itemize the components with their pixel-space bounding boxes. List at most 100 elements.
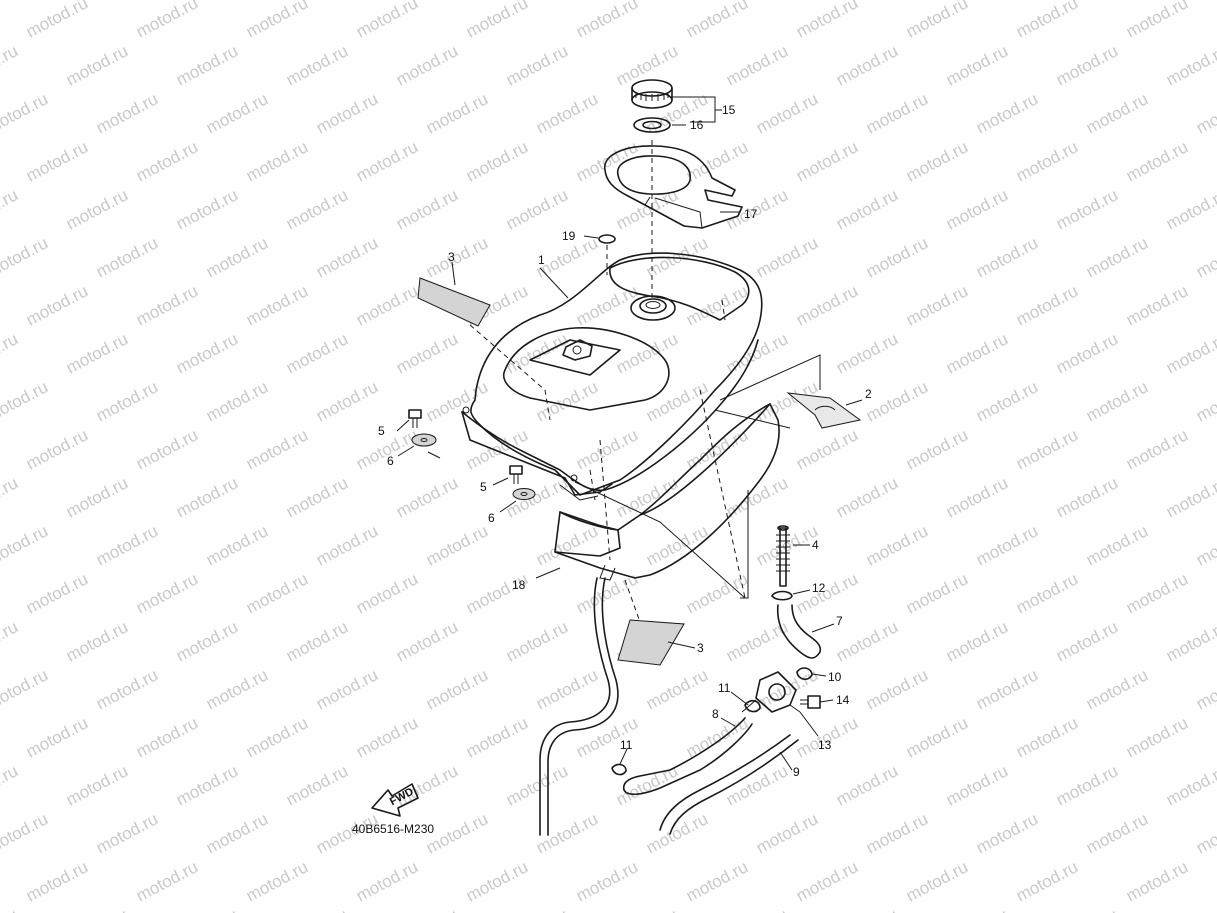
- watermark-text: motod.ru: [903, 137, 971, 185]
- watermark-text: motod.ru: [23, 0, 91, 42]
- watermark-text: motod.ru: [863, 89, 931, 137]
- watermark-text: motod.ru: [423, 233, 491, 281]
- callout-12: 12: [812, 581, 826, 595]
- watermark-text: motod.ru: [353, 857, 421, 905]
- watermark-text: motod.ru: [423, 377, 491, 425]
- hose-clip-11-lower[interactable]: [611, 763, 627, 776]
- watermark-text: motod.ru: [463, 857, 531, 905]
- label-upper[interactable]: [417, 277, 491, 327]
- damper[interactable]: [786, 392, 862, 429]
- watermark-text: motod.ru: [63, 41, 131, 89]
- callout-10: 10: [828, 670, 842, 684]
- watermark-text: motod.ru: [1053, 617, 1121, 665]
- watermark-text: motod.ru: [243, 713, 311, 761]
- watermark-text: motod.ru: [173, 473, 241, 521]
- breather-hose[interactable]: [539, 577, 619, 836]
- watermark-text: motod.ru: [643, 377, 711, 425]
- watermark-text: motod.ru: [393, 473, 461, 521]
- hose-clip-10[interactable]: [796, 667, 813, 681]
- watermark-text: motod.ru: [1013, 137, 1081, 185]
- watermark-text: motod.ru: [1013, 0, 1081, 42]
- watermark-text: motod.ru: [1013, 569, 1081, 617]
- filler-cover[interactable]: [604, 145, 743, 229]
- watermark-text: motod.ru: [903, 0, 971, 42]
- watermark-text: motod.ru: [173, 905, 241, 913]
- tank-protector[interactable]: [554, 403, 780, 581]
- watermark-text: motod.ru: [1013, 425, 1081, 473]
- fuel-tank[interactable]: [461, 252, 763, 501]
- watermark-text: motod.ru: [1193, 521, 1217, 569]
- watermark-text: motod.ru: [243, 281, 311, 329]
- watermark-text: motod.ru: [313, 377, 381, 425]
- watermark-text: motod.ru: [1013, 281, 1081, 329]
- watermark-text: motod.ru: [833, 329, 901, 377]
- watermark-text: motod.ru: [423, 521, 491, 569]
- callout-6-upper: 6: [387, 454, 394, 468]
- watermark-text: motod.ru: [973, 521, 1041, 569]
- watermark-text: motod.ru: [1123, 713, 1191, 761]
- watermark-text: motod.ru: [393, 617, 461, 665]
- watermark-text: motod.ru: [243, 857, 311, 905]
- watermark-text: motod.ru: [353, 569, 421, 617]
- watermark-text: motod.ru: [203, 809, 271, 857]
- watermark-text: motod.ru: [723, 905, 791, 913]
- watermark-text: motod.ru: [0, 41, 21, 89]
- hose-clip-12[interactable]: [771, 590, 793, 601]
- label-lower[interactable]: [617, 619, 685, 666]
- fuel-hose-8[interactable]: [622, 717, 753, 796]
- watermark-text: motod.ru: [833, 473, 901, 521]
- callout-13: 13: [818, 738, 832, 752]
- callout-2: 2: [865, 387, 872, 401]
- watermark-text: motod.ru: [1193, 89, 1217, 137]
- watermark-text: motod.ru: [133, 281, 201, 329]
- sub-cap[interactable]: [598, 234, 616, 244]
- watermark-text: motod.ru: [1083, 233, 1151, 281]
- watermark-text: motod.ru: [1163, 185, 1217, 233]
- watermark-text: motod.ru: [613, 329, 681, 377]
- watermark-text: motod.ru: [0, 89, 51, 137]
- bolt-5-lower[interactable]: [509, 465, 523, 484]
- watermark-text: motod.ru: [353, 0, 421, 42]
- watermark-text: motod.ru: [793, 857, 861, 905]
- watermark-text: motod.ru: [0, 665, 51, 713]
- watermark-text: motod.ru: [133, 569, 201, 617]
- watermark-text: motod.ru: [903, 425, 971, 473]
- watermark-text: motod.ru: [753, 89, 821, 137]
- watermark-text: motod.ru: [0, 329, 21, 377]
- fuel-cock[interactable]: [741, 671, 801, 713]
- fuel-cock-bolt[interactable]: [800, 695, 821, 709]
- hose-clip-11-upper[interactable]: [744, 699, 761, 713]
- callout-16: 16: [690, 118, 704, 132]
- watermark-text: motod.ru: [0, 377, 51, 425]
- watermark-text: motod.ru: [63, 905, 131, 913]
- washer-6-lower[interactable]: [512, 488, 536, 500]
- watermark-text: motod.ru: [0, 905, 21, 913]
- diagram-code: 40B6516-M230: [352, 822, 434, 836]
- watermark-text: motod.ru: [0, 521, 51, 569]
- watermark-text: motod.ru: [1083, 377, 1151, 425]
- watermark-text: motod.ru: [353, 713, 421, 761]
- callout-8: 8: [712, 707, 719, 721]
- watermark-text: motod.ru: [573, 857, 641, 905]
- watermark-text: motod.ru: [503, 329, 571, 377]
- callout-14: 14: [836, 693, 850, 707]
- leader-lines: [396, 96, 863, 771]
- fuel-cap[interactable]: [631, 79, 673, 109]
- fuel-hose-7[interactable]: [776, 604, 822, 659]
- watermark-text: motod.ru: [1193, 233, 1217, 281]
- watermark-text: motod.ru: [973, 233, 1041, 281]
- watermark-text: motod.ru: [1163, 473, 1217, 521]
- watermark-text: motod.ru: [1163, 905, 1217, 913]
- washer-6-upper[interactable]: [411, 433, 437, 447]
- watermark-text: motod.ru: [833, 905, 901, 913]
- callout-5-upper: 5: [378, 424, 385, 438]
- bolt-5-upper[interactable]: [408, 409, 422, 428]
- watermark-text: motod.ru: [173, 617, 241, 665]
- watermark-text: motod.ru: [283, 617, 351, 665]
- watermark-text: motod.ru: [243, 569, 311, 617]
- cap-gasket[interactable]: [633, 117, 671, 133]
- watermark-text: motod.ru: [1123, 0, 1191, 42]
- fuel-strainer[interactable]: [776, 525, 790, 587]
- watermark-text: motod.ru: [943, 617, 1011, 665]
